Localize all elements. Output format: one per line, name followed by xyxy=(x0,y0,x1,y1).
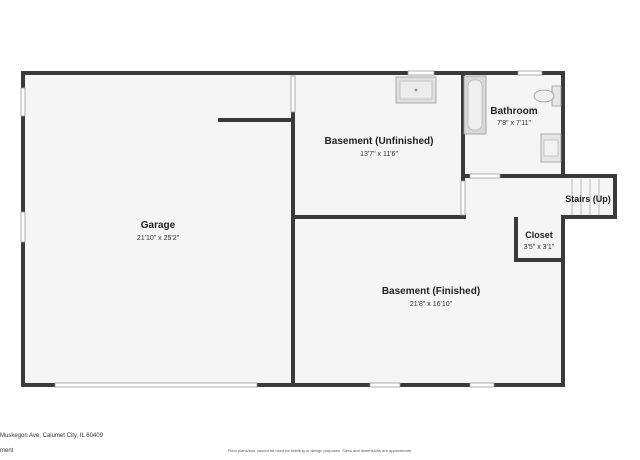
basement-finished-dims: 21'8" x 16'10" xyxy=(410,301,453,308)
basement-finished-floor xyxy=(294,176,562,384)
doorway-garage-basement xyxy=(290,75,296,113)
bottom-window-1 xyxy=(369,382,401,388)
footer-sublabel: ment xyxy=(0,448,14,454)
toilet-icon xyxy=(533,85,562,107)
sink-unfinished-icon xyxy=(395,76,437,104)
basement-unfinished-dims: 13'7" x 11'6" xyxy=(360,151,398,158)
basement-finished-label: Basement (Finished) xyxy=(382,286,480,297)
bottom-window-2 xyxy=(469,382,495,388)
bathtub-icon xyxy=(463,75,487,135)
bathroom-dims: 7'8" x 7'11" xyxy=(497,120,531,127)
footer-address: Muskegon Ave, Calumet City, IL 60409 xyxy=(0,433,103,439)
garage-label: Garage xyxy=(141,220,176,231)
top-window-bathroom xyxy=(517,70,543,76)
stairs-floor xyxy=(560,176,614,218)
doorway-bathroom xyxy=(469,173,501,179)
garage-floor xyxy=(24,74,294,384)
openings xyxy=(20,70,543,388)
top-window-unfinished xyxy=(407,70,435,76)
vanity-sink-icon xyxy=(540,133,562,163)
footer-disclaimer: Floor plans/tour cannot be used for buil… xyxy=(227,448,413,453)
bathroom-label: Bathroom xyxy=(490,106,537,117)
garage-dims: 21'10" x 25'2" xyxy=(137,235,180,242)
closet-label: Closet xyxy=(525,230,553,240)
left-window xyxy=(20,87,26,117)
stair-treads xyxy=(571,179,600,215)
garage-door xyxy=(54,382,258,388)
stairs-label: Stairs (Up) xyxy=(565,194,611,204)
basement-unfinished-label: Basement (Unfinished) xyxy=(325,136,434,147)
closet-dims: 3'5" x 3'1" xyxy=(524,244,555,251)
left-window-lower xyxy=(20,211,26,243)
doorway-unfinished xyxy=(460,180,466,216)
